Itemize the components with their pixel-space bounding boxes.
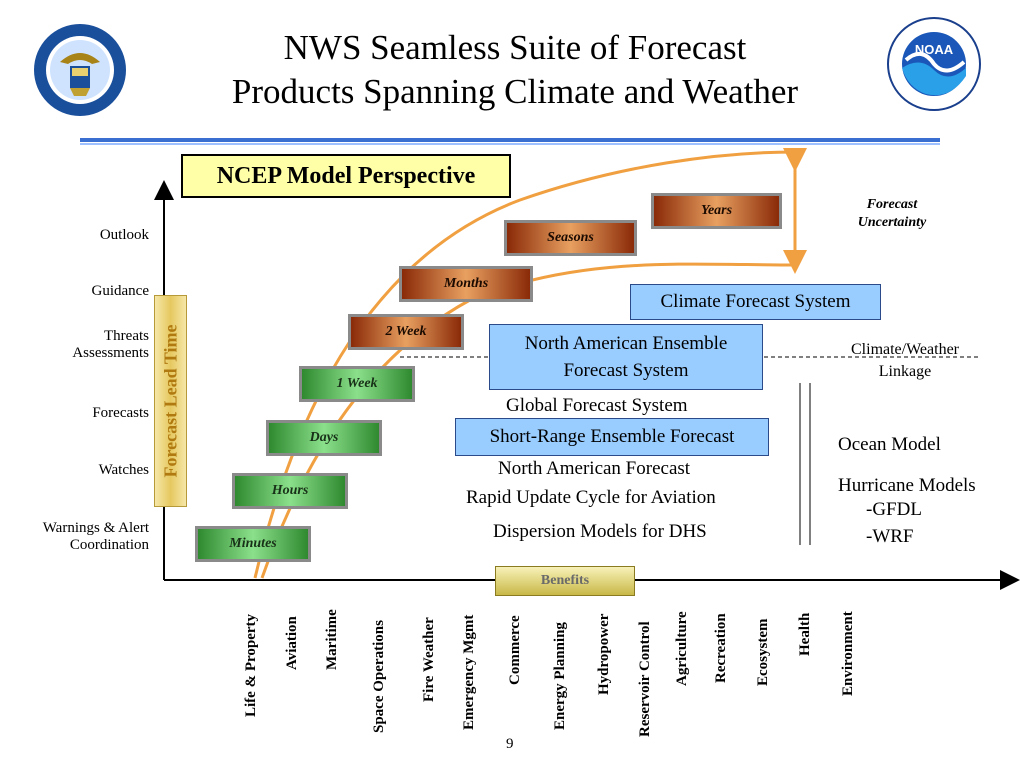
benefits-box: Benefits [495, 566, 635, 596]
time-box-minutes: Minutes [195, 526, 311, 562]
ylabel-warnings-line2: Coordination [69, 537, 149, 553]
ncep-model-perspective-box: NCEP Model Perspective [181, 154, 511, 198]
ylabel-forecasts: Forecasts [92, 405, 149, 421]
benefit-recreation: Recreation [713, 613, 729, 683]
benefit-ecosystem: Ecosystem [755, 618, 771, 687]
forecast-uncertainty-line2: Uncertainty [857, 215, 927, 230]
hurricane-gfdl-label: -GFDL [866, 499, 922, 520]
page-number: 9 [506, 736, 514, 752]
benefit-commerce: Commerce [507, 615, 523, 685]
benefit-hydropower: Hydropower [596, 613, 612, 695]
time-box-1-week: 1 Week [299, 366, 415, 402]
time-box-hours: Hours [232, 473, 348, 509]
global-forecast-system-label: Global Forecast System [506, 395, 688, 416]
benefit-emergency-mgmt: Emergency Mgmt [461, 614, 477, 730]
benefit-life-property: Life & Property [243, 613, 259, 717]
svg-text:NOAA: NOAA [915, 42, 954, 57]
ylabel-threats-line1: Threats [104, 328, 149, 344]
naefs-box: North American Ensemble Forecast System [489, 324, 763, 390]
ylabel-outlook: Outlook [99, 227, 149, 243]
commerce-seal-logo [34, 24, 126, 116]
noaa-logo: NOAA [887, 17, 981, 111]
rapid-update-cycle-label: Rapid Update Cycle for Aviation [466, 487, 716, 508]
benefit-reservoir-control: Reservoir Control [637, 621, 653, 737]
hurricane-models-label: Hurricane Models [838, 475, 976, 496]
ylabel-warnings: Warnings & Alert Coordination [43, 520, 149, 554]
short-range-ensemble-box: Short-Range Ensemble Forecast [455, 418, 769, 456]
naefs-line2: Forecast System [563, 360, 689, 381]
title-line-2: Products Spanning Climate and Weather [231, 72, 799, 111]
forecast-lead-time-label: Forecast Lead Time [160, 324, 180, 478]
title-divider [80, 138, 940, 142]
linkage-line2: Linkage [878, 363, 932, 380]
forecast-lead-time-bar: Forecast Lead Time [154, 295, 187, 507]
hurricane-wrf-label: -WRF [866, 526, 914, 547]
ylabel-threats: Threats Assessments [72, 328, 149, 362]
title-divider-light [80, 143, 940, 145]
benefit-fire-weather: Fire Weather [421, 617, 437, 702]
time-box-months: Months [399, 266, 533, 302]
naefs-line1: North American Ensemble [524, 333, 728, 354]
ylabel-guidance: Guidance [91, 283, 149, 299]
benefit-space-operations: Space Operations [371, 620, 387, 733]
dispersion-models-label: Dispersion Models for DHS [493, 521, 707, 542]
time-box-seasons: Seasons [504, 220, 637, 256]
climate-forecast-system-box: Climate Forecast System [630, 284, 881, 320]
forecast-uncertainty-label: Forecast Uncertainty [836, 196, 948, 232]
benefit-environment: Environment [840, 611, 856, 696]
ylabel-threats-line2: Assessments [72, 345, 149, 361]
time-box-days: Days [266, 420, 382, 456]
benefit-energy-planning: Energy Planning [552, 622, 568, 730]
benefit-maritime: Maritime [324, 609, 340, 670]
climate-weather-linkage-label: Climate/Weather Linkage [830, 339, 980, 383]
ylabel-warnings-line1: Warnings & Alert [42, 520, 149, 536]
forecast-uncertainty-line1: Forecast [866, 197, 918, 212]
ocean-model-label: Ocean Model [838, 434, 941, 455]
time-box-years: Years [651, 193, 782, 229]
north-american-forecast-label: North American Forecast [498, 458, 691, 479]
linkage-line1: Climate/Weather [851, 341, 959, 358]
ylabel-watches: Watches [98, 462, 149, 478]
benefit-health: Health [797, 612, 813, 656]
title-line-1: NWS Seamless Suite of Forecast [283, 28, 747, 67]
benefit-agriculture: Agriculture [674, 611, 690, 686]
slide-title: NWS Seamless Suite of Forecast Products … [170, 26, 860, 114]
time-box-2-week: 2 Week [348, 314, 464, 350]
benefit-aviation: Aviation [284, 616, 300, 670]
